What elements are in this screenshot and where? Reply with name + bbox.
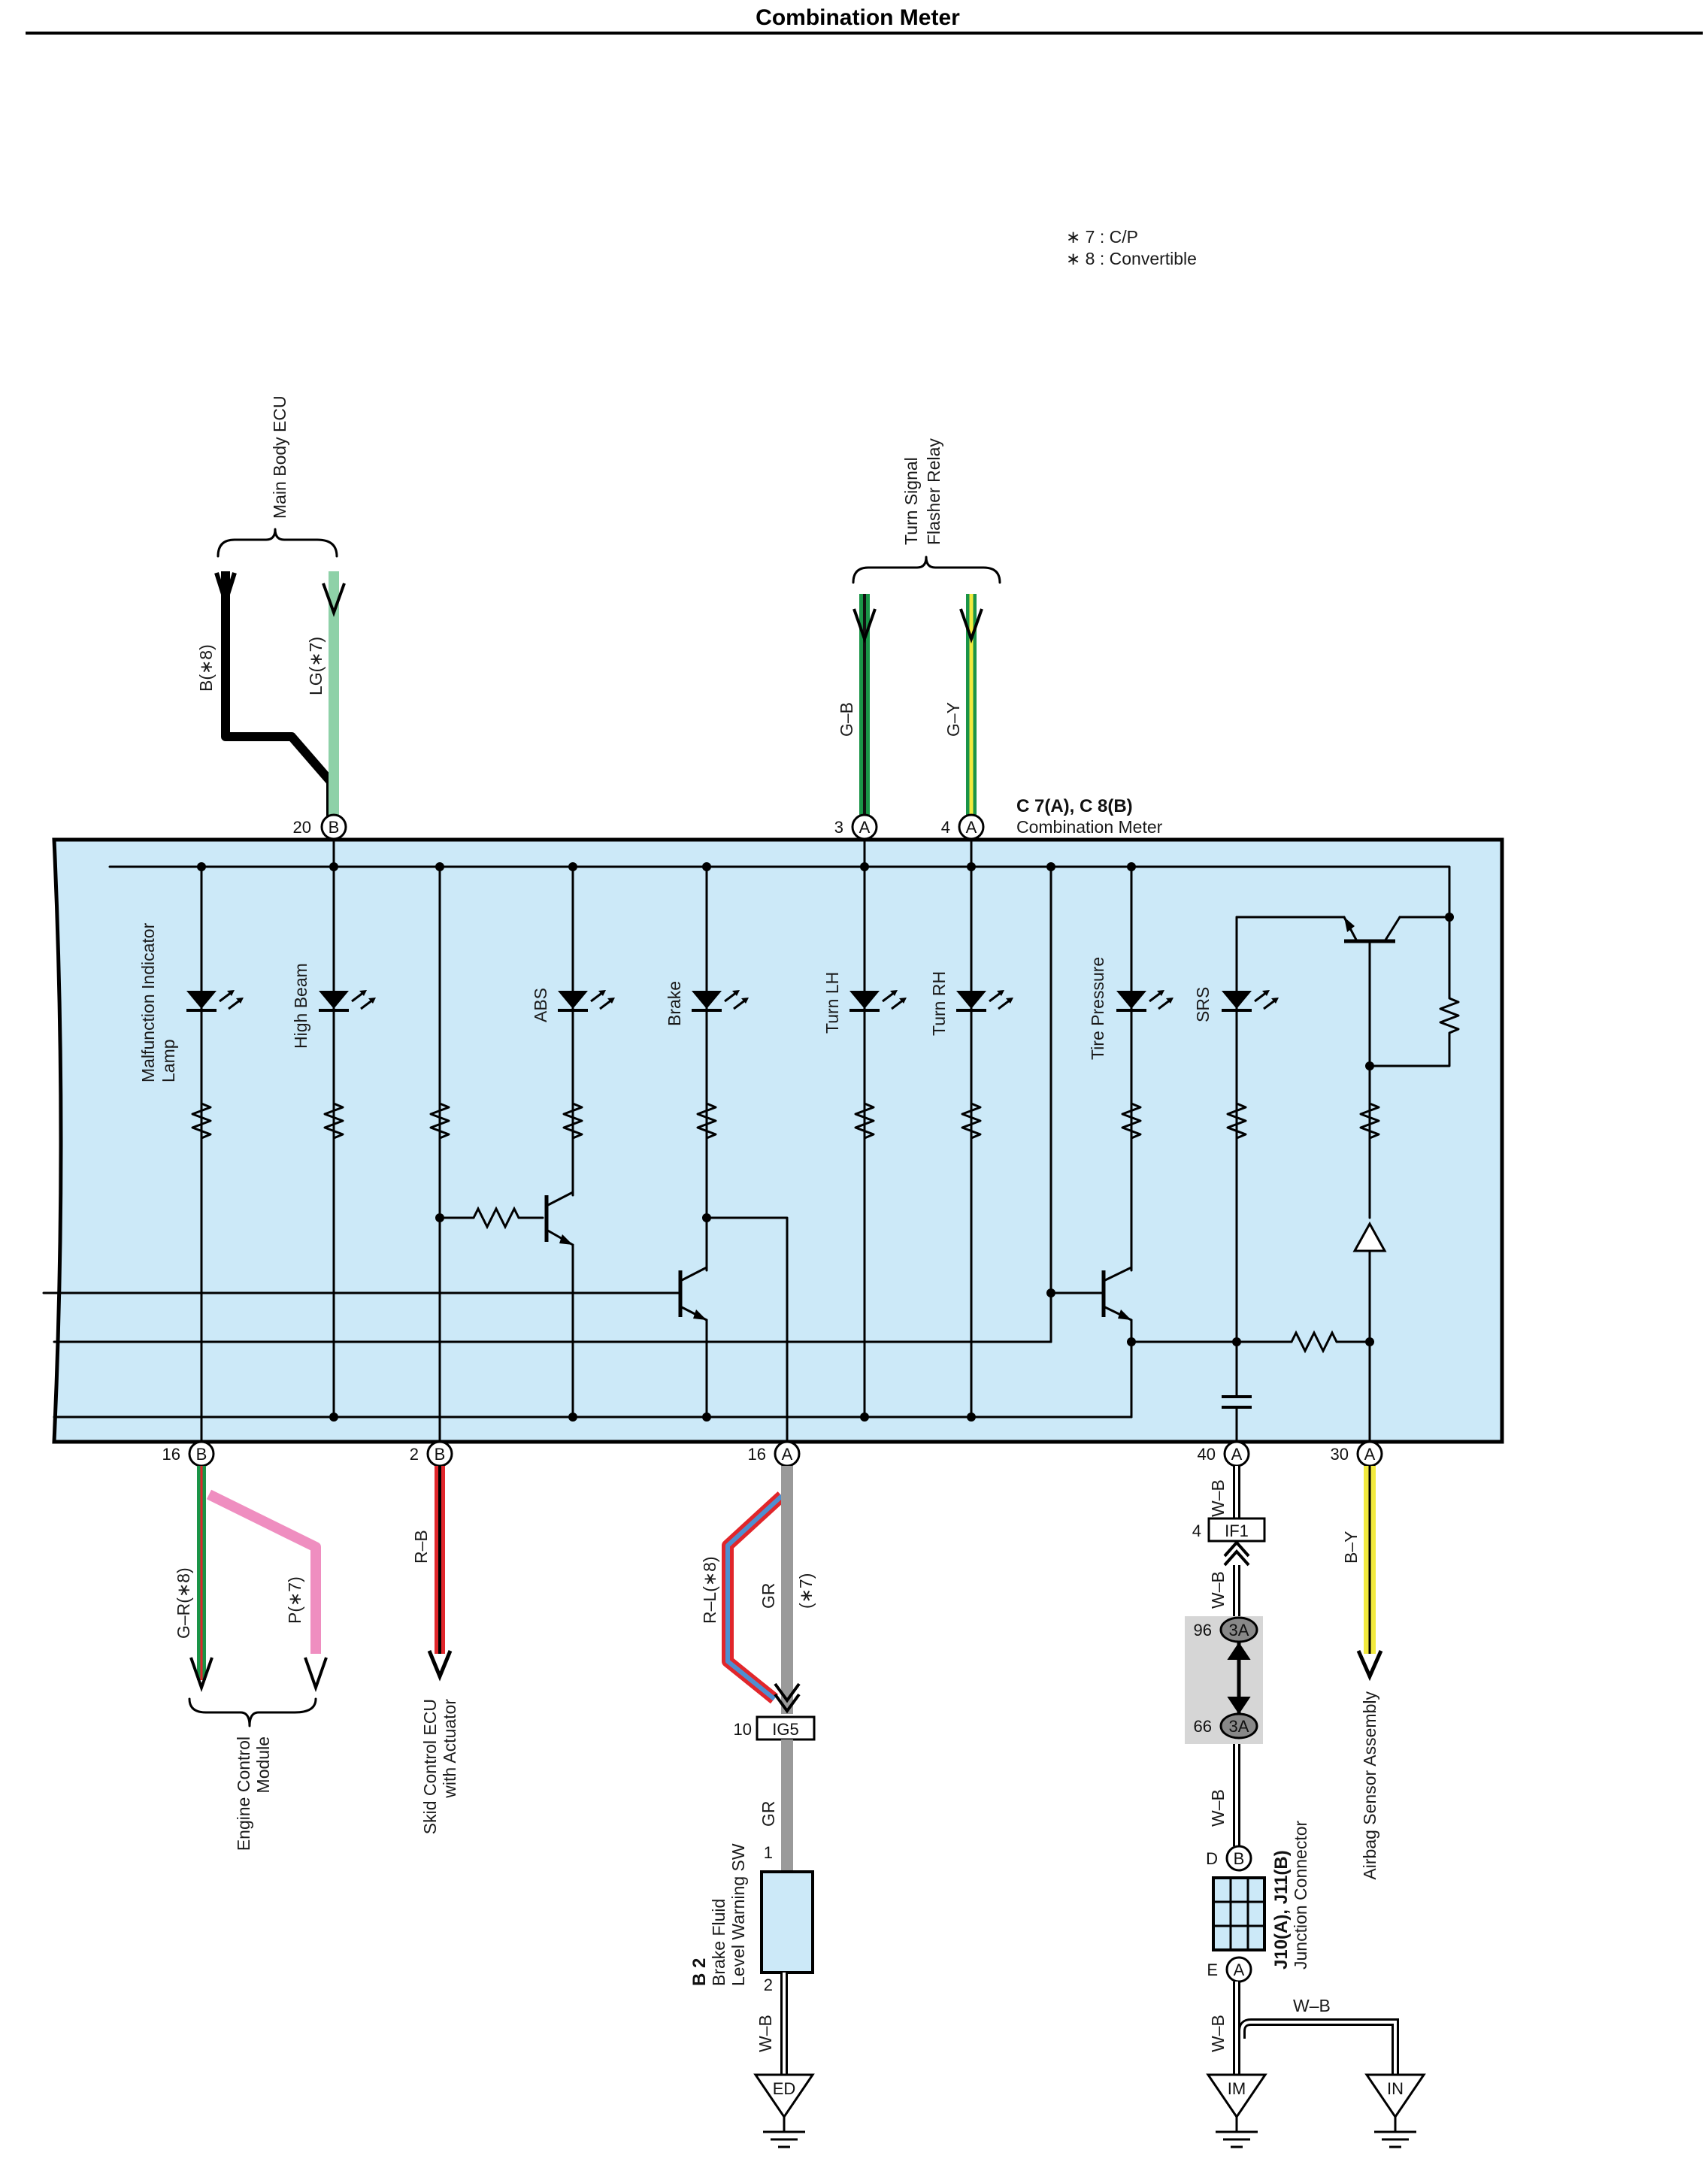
label-srs: SRS xyxy=(1193,987,1213,1022)
brake-switch-label-1: Brake Fluid xyxy=(709,1899,728,1986)
turn-signal-label-2: Flasher Relay xyxy=(924,438,943,545)
label-gr: GR xyxy=(759,1583,778,1609)
label-p7: P(∗7) xyxy=(285,1576,304,1624)
ecm-label-2: Module xyxy=(253,1736,273,1793)
skid-branch: R–B Skid Control ECU with Actuator xyxy=(411,1466,459,1834)
brake-switch-pin2: 2 xyxy=(764,1976,773,1994)
pin-2-conn: B xyxy=(435,1445,446,1464)
pin-20: 20 xyxy=(293,818,311,837)
skid-label-2: with Actuator xyxy=(440,1699,459,1799)
label-high-beam: High Beam xyxy=(291,963,310,1049)
pin-3-conn: A xyxy=(859,818,871,837)
label-mil-1: Malfunction Indicator xyxy=(138,922,158,1082)
pin-30-conn: A xyxy=(1364,1445,1376,1464)
pin-16a: 16 xyxy=(748,1445,766,1464)
ground-im-label: IM xyxy=(1228,2079,1246,2098)
label-b8: B(∗8) xyxy=(196,644,216,692)
if1-label: IF1 xyxy=(1225,1521,1249,1540)
turn-signal-group: Turn Signal Flasher Relay G–B G–Y 3 A 4 … xyxy=(834,438,1001,840)
airbag-label: Airbag Sensor Assembly xyxy=(1360,1691,1379,1880)
label-w-b-1: W–B xyxy=(1208,1479,1228,1517)
main-body-ecu-label: Main Body ECU xyxy=(270,395,289,519)
junction-id: J10(A), J11(B) xyxy=(1271,1850,1292,1970)
label-w-b-3: W–B xyxy=(1208,1789,1228,1827)
pin-4-conn: A xyxy=(966,818,977,837)
label-w-b-2: W–B xyxy=(1208,1571,1228,1609)
brake-switch-pin1: 1 xyxy=(764,1843,773,1862)
label-mil-2: Lamp xyxy=(159,1039,178,1082)
main-body-ecu-group: Main Body ECU B(∗8) LG(∗7) 20 B xyxy=(196,395,347,840)
junction-top-conn: B xyxy=(1234,1849,1245,1868)
meter-connector-id: C 7(A), C 8(B) xyxy=(1016,796,1133,816)
junction-top-pin: D xyxy=(1206,1849,1218,1868)
ecm-branch: G–R(∗8) P(∗7) Engine Control Module xyxy=(174,1466,328,1851)
label-star7: (∗7) xyxy=(796,1573,816,1609)
brake-switch-label-2: Level Warning SW xyxy=(728,1843,748,1986)
turn-signal-label-1: Turn Signal xyxy=(901,457,921,545)
pin-20-conn: B xyxy=(329,818,340,837)
pin-2: 2 xyxy=(410,1445,419,1464)
label-tire-pressure: Tire Pressure xyxy=(1088,957,1107,1060)
label-gr-2: GR xyxy=(759,1801,778,1827)
label-brake: Brake xyxy=(665,981,684,1026)
combination-meter-box xyxy=(52,837,1504,1444)
bottom-pins: 16 B 2 B 16 A 40 A 30 A xyxy=(162,1440,1383,1467)
label-b-y: B–Y xyxy=(1341,1531,1361,1564)
pin-40-conn: A xyxy=(1231,1445,1243,1464)
airbag-branch: B–Y Airbag Sensor Assembly xyxy=(1341,1466,1383,1880)
meter-internal-circuit xyxy=(42,837,1460,1443)
skid-label-1: Skid Control ECU xyxy=(420,1699,440,1834)
pin-4: 4 xyxy=(941,818,950,837)
label-g-b: G–B xyxy=(837,702,856,737)
label-r-b: R–B xyxy=(411,1530,431,1564)
pin-30: 30 xyxy=(1331,1445,1349,1464)
ecm-label-1: Engine Control xyxy=(234,1736,253,1851)
label-r-l8: R–L(∗8) xyxy=(700,1556,719,1624)
label-turn-lh: Turn LH xyxy=(822,972,842,1034)
3a-bot-label: 3A xyxy=(1229,1717,1249,1736)
page-title: Combination Meter xyxy=(756,5,960,30)
label-w-b-4: W–B xyxy=(1208,2015,1228,2052)
3a-bot-pin: 66 xyxy=(1194,1717,1212,1736)
label-w-b-ed: W–B xyxy=(756,2015,775,2052)
brake-switch-id: B 2 xyxy=(689,1958,710,1986)
junction-connector xyxy=(1212,1876,1266,1951)
ground-ed-label: ED xyxy=(773,2079,796,2098)
pin-40: 40 xyxy=(1198,1445,1216,1464)
3a-top-pin: 96 xyxy=(1194,1621,1212,1640)
srs-ground-branch: W–B 4 IF1 W–B 96 3A 66 3A W–B D B E A J1… xyxy=(1185,1466,1425,2148)
wire-p7 xyxy=(206,1489,321,1654)
pin-3: 3 xyxy=(834,818,843,837)
3a-top-label: 3A xyxy=(1229,1621,1249,1640)
label-w-b-5: W–B xyxy=(1293,1996,1331,2015)
label-g-y: G–Y xyxy=(943,702,963,737)
junction-bot-pin: E xyxy=(1207,1960,1218,1979)
ig5-pin: 10 xyxy=(734,1720,752,1739)
pin-16b: 16 xyxy=(162,1445,180,1464)
if1-pin: 4 xyxy=(1192,1521,1201,1540)
ig5-label: IG5 xyxy=(772,1720,798,1739)
pin-16a-conn: A xyxy=(782,1445,793,1464)
ground-in-label: IN xyxy=(1387,2079,1404,2098)
label-turn-rh: Turn RH xyxy=(929,971,949,1036)
brake-switch-branch: R–L(∗8) GR (∗7) 10 IG5 GR 1 2 W–B B 2 Br… xyxy=(689,1466,816,2148)
label-g-r8: G–R(∗8) xyxy=(174,1567,193,1639)
brake-fluid-switch xyxy=(760,1870,814,1974)
label-abs: ABS xyxy=(531,988,550,1022)
junction-bot-conn: A xyxy=(1234,1960,1245,1979)
meter-connector-name: Combination Meter xyxy=(1016,817,1163,837)
label-lg7: LG(∗7) xyxy=(306,637,326,695)
junction-name: Junction Connector xyxy=(1291,1820,1310,1970)
pin-16b-conn: B xyxy=(196,1445,207,1464)
note-c-p: ∗ 7 : C/P xyxy=(1066,227,1138,247)
note-convertible: ∗ 8 : Convertible xyxy=(1066,249,1197,268)
